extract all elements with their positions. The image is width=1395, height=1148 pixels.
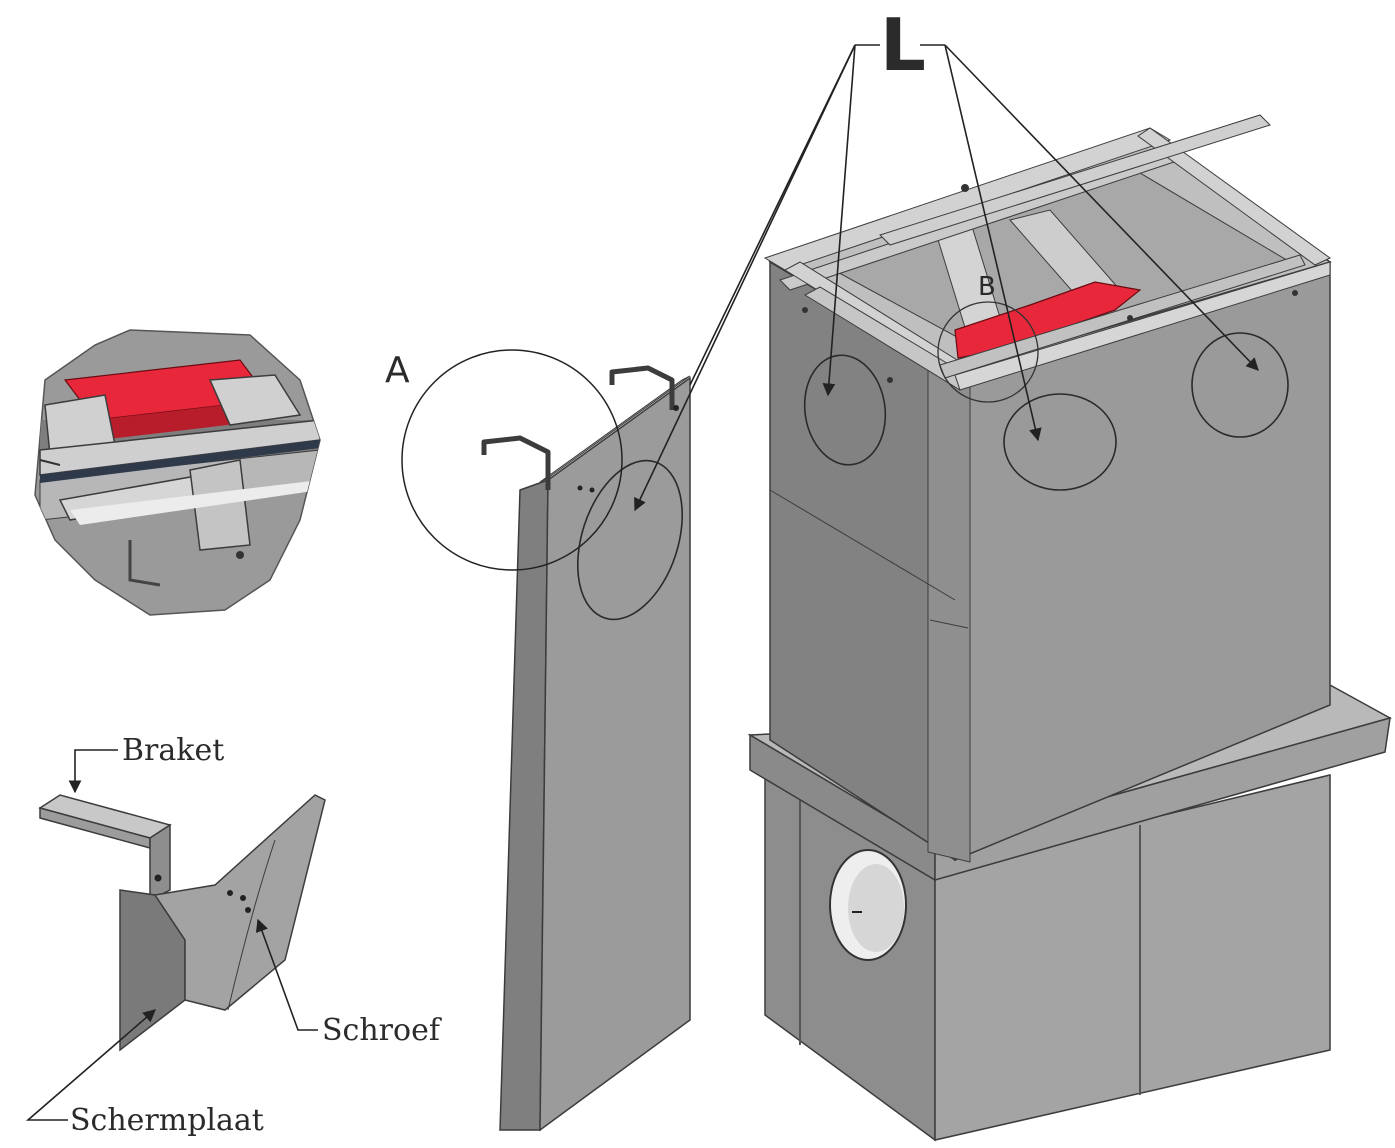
- vent-opening: [576, 459, 684, 621]
- detail-circle-b: [937, 301, 1039, 403]
- vent-opening: [1191, 332, 1289, 438]
- vent-opening: [1003, 393, 1117, 491]
- schroef-label: Schroef: [322, 1013, 442, 1048]
- round-duct: [829, 849, 907, 961]
- l-callout: L: [634, 3, 1259, 512]
- detail-circle-a: A: [385, 349, 623, 571]
- l-label: L: [880, 3, 926, 87]
- schermplaat-label: Schermplaat: [70, 1103, 264, 1138]
- loose-side-panel: [481, 365, 691, 1132]
- detail-zoom-view: [34, 329, 321, 616]
- vent-opening: [803, 354, 887, 466]
- main-unit: B: [747, 114, 1392, 1142]
- detail-b-label: B: [978, 272, 996, 302]
- detail-a-label: A: [385, 350, 410, 391]
- red-block: [954, 281, 1142, 359]
- braket-label: Braket: [122, 733, 224, 768]
- bracket-shield-detail: Braket Schroef Schermplaat: [25, 733, 442, 1138]
